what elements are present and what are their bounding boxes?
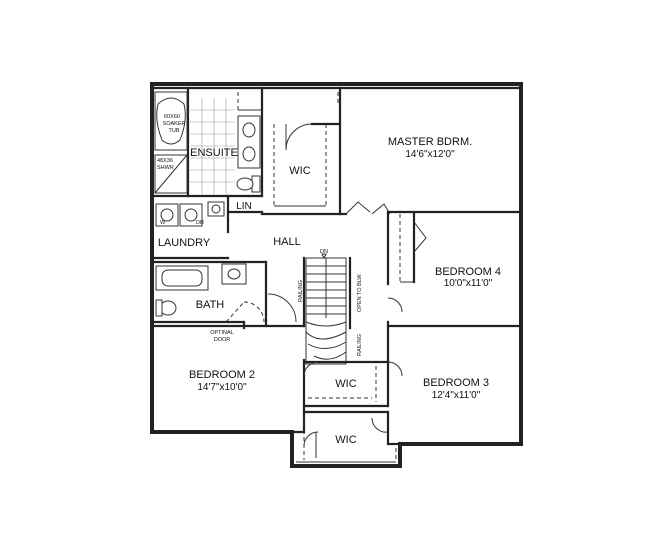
bedroom4-area: BEDROOM 4 10'0"x11'0" [386,212,523,328]
laundry-label: LAUNDRY [158,237,211,249]
laundry-area: W DR LIN LAUNDRY [150,194,264,260]
washer-label: W [160,220,166,226]
shower: 48X36 SHWR [154,154,188,194]
bedroom2-area: BEDROOM 2 14'7"x10'0" [150,324,306,434]
staircase [302,256,352,365]
hall-area: HALL DN RAILING OPEN TO BLW. RAILING [273,210,403,365]
bedroom3-wic-label: WIC [335,378,356,390]
hall-label: HALL [273,236,301,248]
bath-area: BATH OPTINAL DOOR [150,260,297,343]
master-wic-area: WIC [260,86,342,216]
railing-right-label: RAILING [357,334,363,356]
optional-door-label-2: DOOR [214,337,231,343]
tub-label-2: SOAKER [163,121,186,127]
ensuite-toilet [236,175,261,193]
railing-left-label: RAILING [298,280,304,302]
bedroom3-label: BEDROOM 3 [423,377,489,389]
bedroom3-wic-area: WIC [302,360,390,408]
ensuite-vanity [237,115,261,169]
ensuite-label: ENSUITE [190,147,238,159]
tub-label-3: TUB [169,128,180,134]
shower-label-1: 48X36 [157,158,173,164]
soaker-tub: 60X60 SOAKER TUB [154,91,188,151]
ensuite-tile-floor [190,98,235,194]
bedroom3-area: BEDROOM 3 12'4"x11'0" [371,361,489,433]
stair-dn-label: DN [320,249,328,255]
bedroom2-dim: 14'7"x10'0" [197,382,247,393]
shower-label-2: SHWR [157,165,174,171]
bedroom4-dim: 10'0"x11'0" [444,278,493,289]
bedroom2-wic-label: WIC [335,434,356,446]
dryer-label: DR [196,220,204,226]
master-wic-label: WIC [289,165,310,177]
bedroom4-label: BEDROOM 4 [435,266,501,278]
master-bedroom-dim: 14'6"x12'0" [405,149,455,160]
bedroom3-dim: 12'4"x11'0" [432,390,481,401]
master-bedroom-label: MASTER BDRM. [388,136,472,148]
master-bedroom-area: MASTER BDRM. 14'6"x12'0" [338,136,523,216]
linen-label: LIN [236,201,252,212]
bedroom2-wic-area: WIC [296,410,402,463]
ensuite-area: 60X60 SOAKER TUB 48X36 SHWR ENSUITE [150,86,264,198]
bedroom2-label: BEDROOM 2 [189,369,255,381]
bath-label: BATH [196,299,225,311]
tub-label-1: 60X60 [164,114,180,120]
open-to-below-label: OPEN TO BLW. [357,273,363,312]
exterior-walls [150,82,523,468]
optional-door-label-1: OPTINAL [210,330,234,336]
